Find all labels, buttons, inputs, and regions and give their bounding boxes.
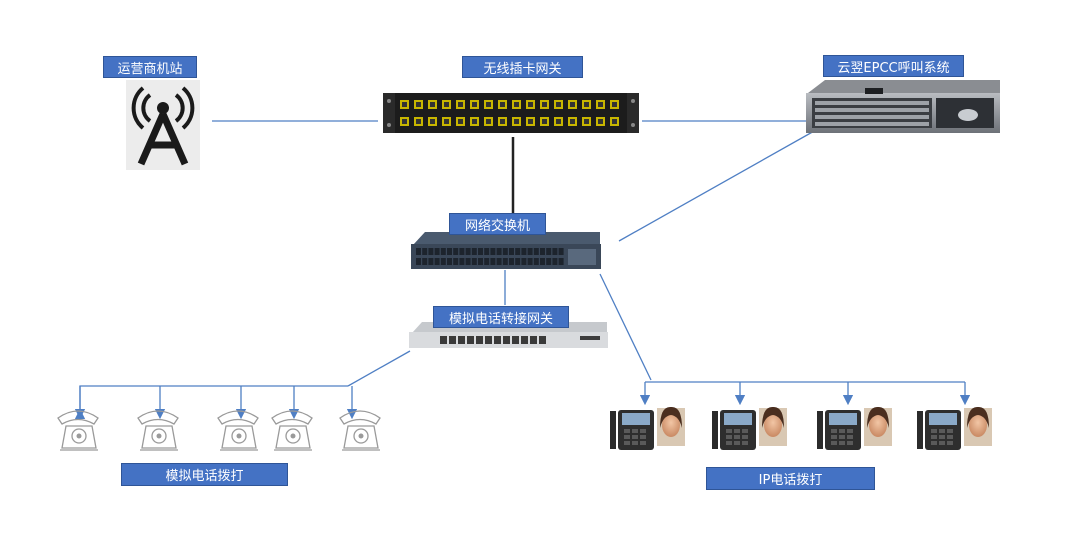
link-switch-ip-phones	[599, 273, 652, 381]
connection-lines	[212, 120, 817, 387]
label-ip-dial: IP电话拨打	[706, 467, 875, 490]
label-wireless-gateway: 无线插卡网关	[462, 56, 583, 78]
label-cloud-epcc: 云翌EPCC呼叫系统	[823, 55, 964, 77]
ip-phone-bus	[639, 381, 971, 406]
analog-phone-icon	[339, 410, 381, 451]
network-switch-device	[411, 232, 601, 269]
analog-phone-bus	[74, 385, 358, 420]
link-analog-gateway-phones	[347, 350, 411, 387]
epcc-server	[806, 80, 1000, 133]
label-network-switch: 网络交换机	[449, 213, 546, 235]
ip-phone-icon	[712, 406, 787, 450]
analog-phone-icon	[217, 410, 259, 451]
label-carrier-station: 运营商机站	[103, 56, 197, 78]
analog-phone-icon	[271, 410, 313, 451]
analog-phone-icon	[137, 410, 179, 451]
analog-phone-icon	[57, 410, 99, 451]
wireless-gateway-device	[383, 93, 639, 133]
ip-phone-icon	[917, 406, 992, 450]
cell-tower-icon	[126, 80, 200, 170]
label-analog-gateway: 模拟电话转接网关	[433, 306, 569, 328]
label-analog-dial: 模拟电话拨打	[121, 463, 288, 486]
analog-phones	[57, 410, 381, 451]
link-switch-server	[618, 129, 817, 242]
ip-phone-icon	[817, 406, 892, 450]
ip-phones	[610, 406, 992, 450]
ip-phone-icon	[610, 406, 685, 450]
